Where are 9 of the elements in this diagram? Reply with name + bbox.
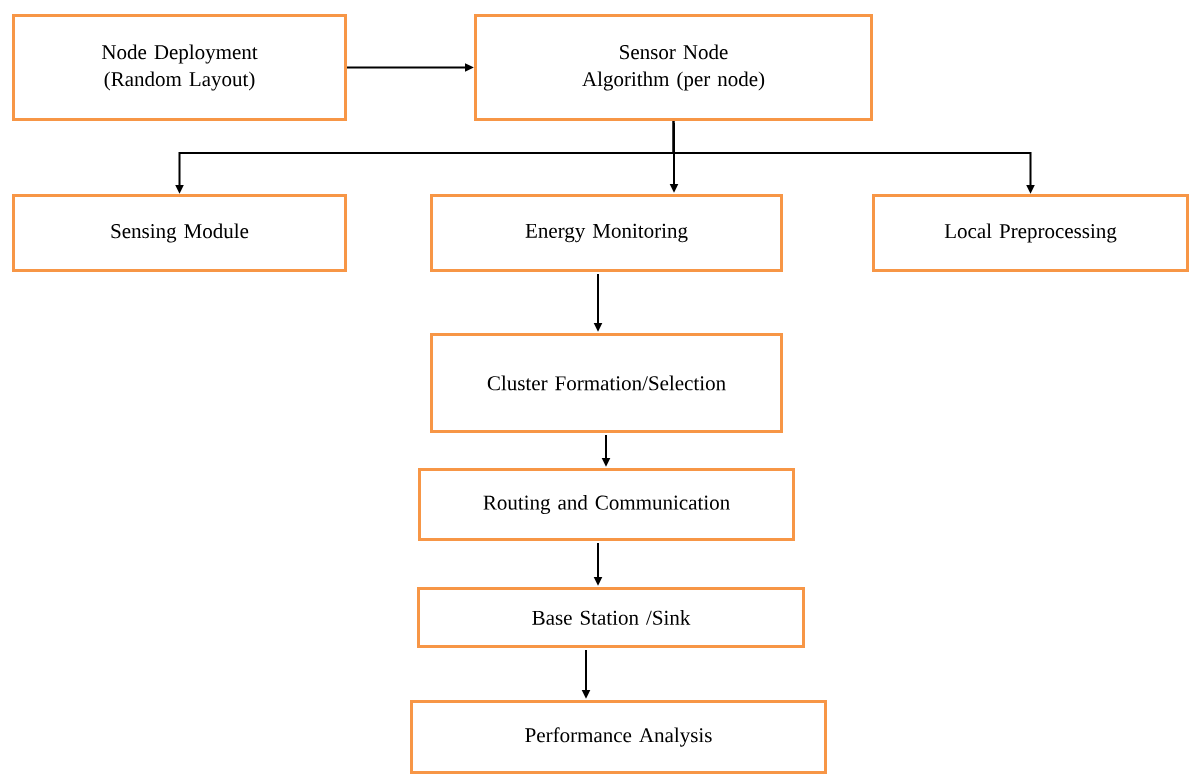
process-box: Routing and Communication bbox=[418, 468, 795, 541]
process-box: Sensor Node Algorithm (per node) bbox=[474, 14, 873, 121]
process-box: Sensing Module bbox=[12, 194, 347, 272]
process-box: Performance Analysis bbox=[410, 700, 827, 774]
process-box: Cluster Formation/Selection bbox=[430, 333, 783, 433]
process-box: Base Station /Sink bbox=[417, 587, 805, 648]
process-box: Energy Monitoring bbox=[430, 194, 783, 272]
process-box: Node Deployment (Random Layout) bbox=[12, 14, 347, 121]
process-box: Local Preprocessing bbox=[872, 194, 1189, 272]
